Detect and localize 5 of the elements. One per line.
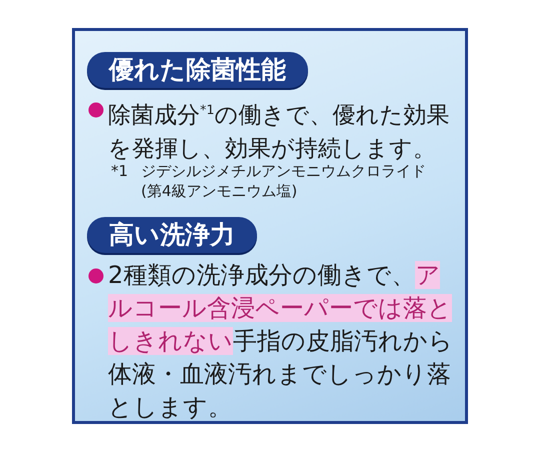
heading-pill: 高い洗浄力 bbox=[87, 217, 257, 253]
heading-pill: 優れた除菌性能 bbox=[87, 52, 308, 88]
body-text: 除菌成分$^{*1}$の働きで、優れた効果を発揮し、効果が持続します。 bbox=[108, 101, 450, 164]
footnote-mark: *1 bbox=[111, 161, 130, 181]
footnote-text: ジデシルジメチルアンモニウムクロライド(第4級アンモニウム塩) bbox=[141, 161, 427, 201]
